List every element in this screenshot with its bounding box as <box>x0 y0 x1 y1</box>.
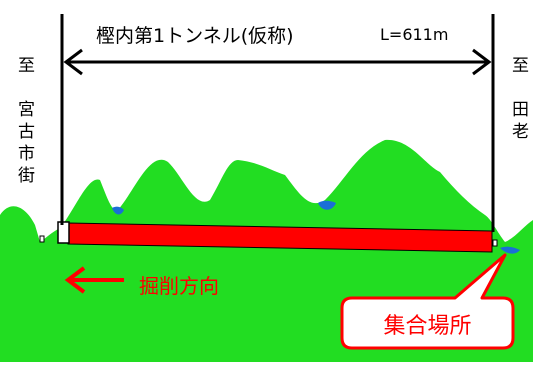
tunnel-name-label: 樫内第1トンネル(仮称) <box>92 21 298 48</box>
right-dest-char: 田 <box>512 100 529 120</box>
left-dest-char: 宮 <box>18 100 35 120</box>
marker-left <box>39 235 45 243</box>
callout-bubble <box>340 253 515 350</box>
left-dest-char: 至 <box>18 56 35 76</box>
assembly-point-label: 集合場所 <box>383 314 472 339</box>
right-destination-label: 至 田 老 <box>512 55 529 143</box>
excavation-direction-label: 掘削方向 <box>139 274 219 298</box>
left-dest-char: 古 <box>18 122 35 142</box>
water-pool-right <box>500 246 520 254</box>
tunnel-length-label: L=611m <box>377 25 452 44</box>
water-pool-middle <box>318 200 336 210</box>
right-dest-char: 至 <box>512 56 529 76</box>
left-destination-label: 至 宮 古 市 街 <box>18 55 35 187</box>
portal-left <box>57 221 70 244</box>
dimension-arrowhead-left <box>63 48 83 76</box>
right-dest-char: 老 <box>512 122 529 142</box>
left-dest-char: 街 <box>18 166 35 186</box>
marker-right <box>492 239 498 247</box>
direction-arrowhead <box>64 266 86 294</box>
left-dest-char: 市 <box>18 144 35 164</box>
water-pool-left <box>112 206 124 215</box>
dimension-arrowhead-right <box>472 48 492 76</box>
